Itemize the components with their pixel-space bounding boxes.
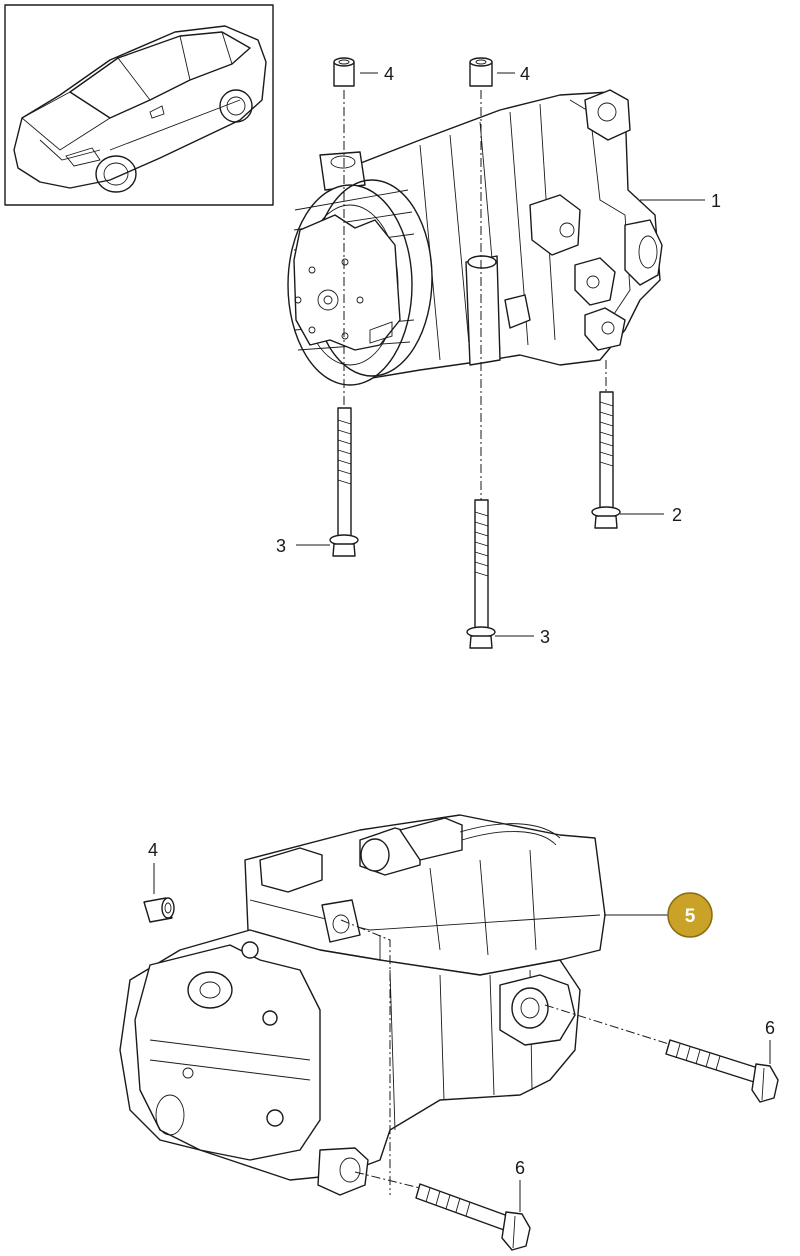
- bolt-upper-left: [329, 407, 359, 557]
- centerline-lower-vertical: [340, 919, 391, 1195]
- compressor-lower: [119, 814, 606, 1196]
- callout-sleeve-upper-left[interactable]: 4: [384, 64, 394, 84]
- callout-compressor-lower[interactable]: 5: [685, 906, 696, 927]
- callout-compressor-upper[interactable]: 1: [711, 191, 721, 211]
- callout-sleeve-lower[interactable]: 4: [148, 840, 158, 860]
- centerline-lower-bottom: [354, 1171, 421, 1189]
- vehicle-thumbnail: [4, 4, 274, 206]
- callout-bolt-left[interactable]: 3: [276, 536, 286, 556]
- bolt-lower-bottom: [415, 1183, 531, 1251]
- bolt-lower-right: [665, 1039, 779, 1103]
- callout-bolt-right[interactable]: 2: [672, 505, 682, 525]
- bolt-upper-right: [591, 391, 621, 529]
- sleeve-upper-right: [469, 57, 493, 87]
- callout-highlight-badge[interactable]: [667, 892, 713, 938]
- sleeve-lower: [143, 897, 175, 923]
- centerline-lower-right: [544, 1004, 673, 1046]
- sleeve-upper-left: [333, 57, 355, 87]
- compressor-upper: [287, 89, 663, 386]
- bolt-upper-center: [466, 499, 496, 649]
- callout-sleeve-upper-right[interactable]: 4: [520, 64, 530, 84]
- callout-bolt-lower-bottom[interactable]: 6: [515, 1158, 525, 1178]
- callout-bolt-center[interactable]: 3: [540, 627, 550, 647]
- callout-bolt-lower-right[interactable]: 6: [765, 1018, 775, 1038]
